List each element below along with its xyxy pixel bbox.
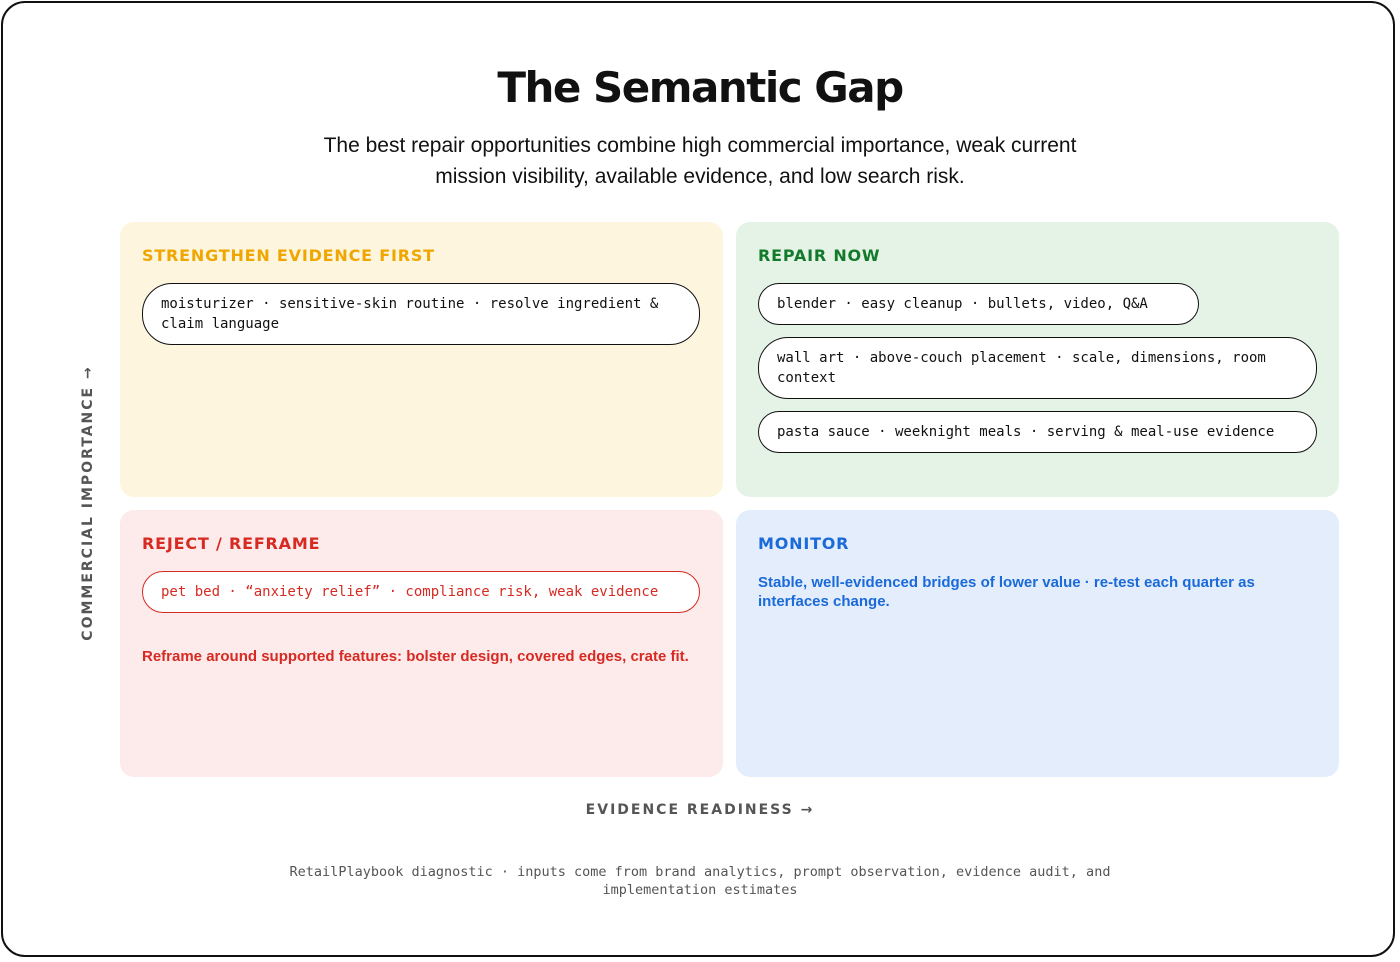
monitor-note: Stable, well-evidenced bridges of lower … (758, 574, 1255, 610)
page-subtitle: The best repair opportunities combine hi… (323, 134, 1077, 188)
page-title: The Semantic Gap (497, 63, 904, 112)
opportunity-pill: pet bed · “anxiety relief” · compliance … (142, 571, 700, 613)
opportunity-pill: blender · easy cleanup · bullets, video,… (758, 283, 1199, 325)
quadrant-label: MONITOR (758, 534, 850, 553)
quadrant-label: REPAIR NOW (758, 246, 881, 265)
quadrant-monitor: MONITOR Stable, well-evidenced bridges o… (736, 510, 1339, 777)
quadrant-label: STRENGTHEN EVIDENCE FIRST (142, 246, 435, 265)
reframe-note: Reframe around supported features: bolst… (142, 648, 689, 665)
footer-note: RetailPlaybook diagnostic · inputs come … (289, 864, 1111, 898)
quadrant-label: REJECT / REFRAME (142, 534, 321, 553)
opportunity-pill: wall art · above-couch placement · scale… (758, 337, 1317, 399)
quadrant-strengthen-evidence-first: STRENGTHEN EVIDENCE FIRST moisturizer · … (120, 222, 723, 497)
quadrant-reject-reframe: REJECT / REFRAME pet bed · “anxiety reli… (120, 510, 723, 777)
opportunity-pill: moisturizer · sensitive-skin routine · r… (142, 283, 700, 345)
opportunity-pill: pasta sauce · weeknight meals · serving … (758, 411, 1317, 453)
x-axis-label: EVIDENCE READINESS → (585, 802, 815, 818)
y-axis-label: COMMERCIAL IMPORTANCE → (80, 365, 96, 641)
quadrant-repair-now: REPAIR NOW blender · easy cleanup · bull… (736, 222, 1339, 497)
